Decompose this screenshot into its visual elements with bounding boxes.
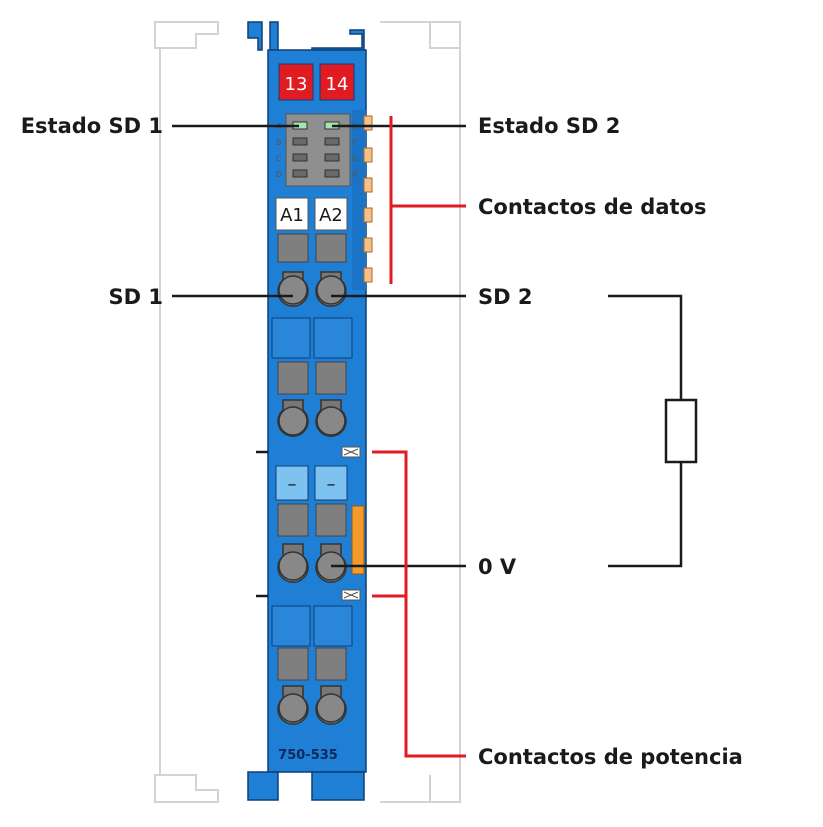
terminal-0v-left[interactable]	[278, 551, 308, 581]
led-letter: H	[352, 170, 358, 179]
model-number: 750-535	[278, 748, 338, 763]
led-letter: C	[276, 154, 282, 163]
label-0v: 0 V	[478, 555, 517, 579]
callout-lines	[172, 124, 466, 568]
minus-labels: – –	[275, 465, 348, 501]
slot-labels: A1 A2	[275, 197, 348, 231]
led-letter: F	[352, 138, 357, 147]
slot-label-a2: A2	[319, 205, 343, 226]
terminal-number-13: 13	[285, 74, 308, 95]
terminal-sd2[interactable]	[316, 275, 346, 305]
led-letter: D	[276, 170, 282, 179]
orange-jumper	[351, 505, 365, 575]
terminal-number-14: 14	[326, 74, 349, 95]
label-power-contacts: Contactos de potencia	[478, 745, 743, 769]
terminal-tags: 13 14	[278, 63, 355, 101]
minus-label-right: –	[327, 474, 336, 495]
terminal-row-3	[271, 605, 353, 725]
callout-labels: Estado SD 1 Estado SD 2 Contactos de dat…	[21, 114, 743, 769]
red-brackets	[372, 116, 466, 758]
label-sd2: SD 2	[478, 285, 532, 309]
slot-label-a1: A1	[280, 205, 304, 226]
terminal-row-1	[271, 233, 353, 437]
din-rail	[154, 21, 461, 803]
data-contacts	[363, 115, 373, 283]
resistor-circuit	[608, 294, 698, 568]
led-letter: B	[276, 138, 282, 147]
terminal-row-2	[277, 503, 347, 583]
minus-label-left: –	[288, 474, 297, 495]
label-data-contacts: Contactos de datos	[478, 195, 706, 219]
led-letter: G	[352, 154, 358, 163]
power-contact-markers	[256, 446, 361, 601]
label-status-sd2: Estado SD 2	[478, 114, 620, 138]
label-sd1: SD 1	[109, 285, 163, 309]
resistor-symbol	[664, 398, 698, 464]
label-status-sd1: Estado SD 1	[21, 114, 163, 138]
terminal-sd1[interactable]	[278, 275, 308, 305]
